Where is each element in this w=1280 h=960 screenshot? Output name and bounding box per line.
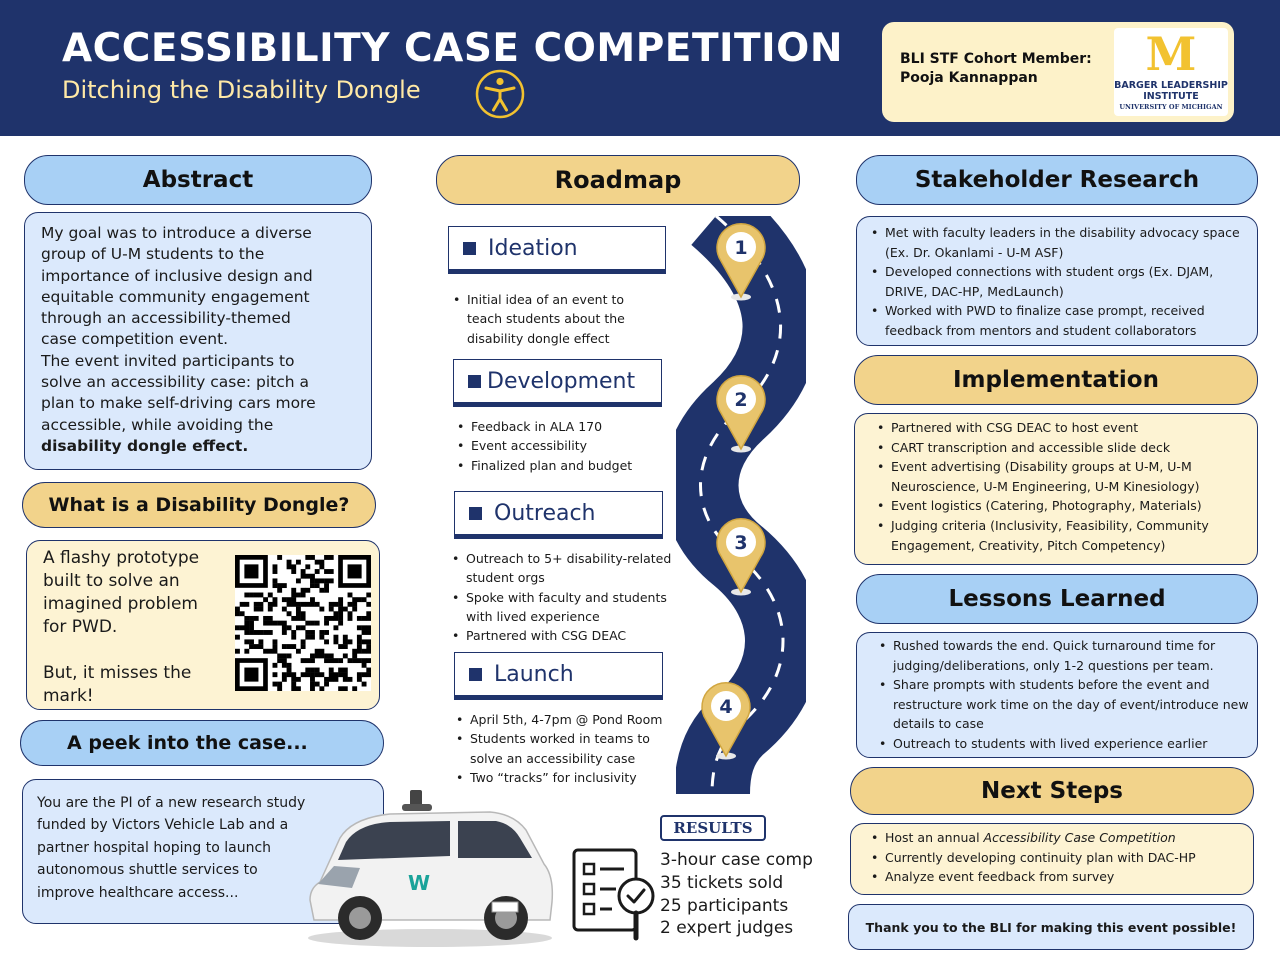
square-icon — [468, 374, 481, 388]
next-steps-heading: Next Steps — [850, 767, 1254, 815]
checklist-magnifier-icon — [572, 848, 655, 941]
cohort-member-card: BLI STF Cohort Member: Pooja Kannappan M… — [882, 22, 1234, 122]
cohort-name: Pooja Kannappan — [900, 70, 1038, 86]
logo-line-3: UNIVERSITY OF MICHIGAN — [1119, 103, 1223, 111]
dongle-heading: What is a Disability Dongle? — [22, 482, 376, 528]
logo-block-m: M — [1145, 27, 1197, 81]
next-steps-list: Host an annual Accessibility Case Compet… — [871, 828, 1247, 887]
stage-development-list: Feedback in ALA 170 Event accessibility … — [457, 417, 667, 475]
implementation-list: Partnered with CSG DEAC to host event CA… — [877, 418, 1249, 555]
results-list: 3-hour case comp 35 tickets sold 25 part… — [660, 850, 813, 939]
stage-ideation-list: Initial idea of an event to teach studen… — [453, 290, 648, 348]
stakeholder-box: Met with faculty leaders in the disabili… — [856, 216, 1258, 346]
stage-outreach-list: Outreach to 5+ disability-related studen… — [452, 549, 684, 646]
logo-line-1: BARGER LEADERSHIP — [1114, 80, 1228, 91]
cohort-label: BLI STF Cohort Member: — [900, 51, 1092, 67]
pin-number: 2 — [734, 389, 747, 411]
map-pin-icon: 4 — [701, 681, 751, 760]
self-driving-van-image: W — [308, 790, 554, 947]
stage-ideation-label: Ideation — [448, 226, 666, 274]
map-pin-icon: 2 — [716, 374, 766, 453]
barger-institute-logo: M BARGER LEADERSHIP INSTITUTE UNIVERSITY… — [1114, 28, 1228, 116]
stage-development-label: Development — [453, 359, 662, 407]
map-pin-icon: 3 — [716, 517, 766, 596]
lessons-list: Rushed towards the end. Quick turnaround… — [879, 636, 1251, 754]
pin-number: 1 — [734, 237, 747, 259]
roadmap-heading: Roadmap — [436, 155, 800, 205]
qr-code[interactable] — [235, 555, 372, 692]
accessibility-icon — [475, 69, 525, 119]
qr-pattern — [235, 555, 372, 692]
abstract-box: My goal was to introduce a diverse group… — [24, 212, 372, 470]
header-banner: ACCESSIBILITY CASE COMPETITION Ditching … — [0, 0, 1280, 136]
implementation-box: Partnered with CSG DEAC to host event CA… — [854, 413, 1258, 565]
stakeholder-list: Met with faculty leaders in the disabili… — [871, 223, 1249, 341]
stage-outreach-label: Outreach — [454, 491, 663, 539]
dongle-text: A flashy prototype built to solve an ima… — [43, 548, 200, 706]
svg-text:W: W — [408, 871, 430, 895]
square-icon — [469, 506, 482, 520]
square-icon — [463, 241, 476, 255]
next-steps-box: Host an annual Accessibility Case Compet… — [850, 823, 1254, 895]
poster-subtitle: Ditching the Disability Dongle — [62, 76, 421, 104]
logo-line-2: INSTITUTE — [1143, 91, 1199, 102]
peek-text: You are the PI of a new research study f… — [37, 795, 306, 901]
abstract-bold-phrase: disability dongle effect — [41, 436, 243, 455]
map-pin-icon: 1 — [716, 222, 766, 301]
abstract-text: My goal was to introduce a diverse group… — [41, 224, 316, 455]
dongle-box: A flashy prototype built to solve an ima… — [26, 540, 380, 710]
pin-number: 3 — [734, 532, 747, 554]
pin-number: 4 — [719, 696, 732, 718]
abstract-heading: Abstract — [24, 155, 372, 205]
peek-heading: A peek into the case... — [20, 720, 384, 766]
lessons-box: Rushed towards the end. Quick turnaround… — [856, 632, 1258, 758]
results-badge: RESULTS — [660, 815, 766, 841]
thanks-banner: Thank you to the BLI for making this eve… — [848, 904, 1254, 950]
stage-launch-list: April 5th, 4-7pm @ Pond Room Students wo… — [456, 710, 680, 787]
poster-title: ACCESSIBILITY CASE COMPETITION — [62, 26, 843, 71]
lessons-heading: Lessons Learned — [856, 574, 1258, 624]
stakeholder-heading: Stakeholder Research — [856, 155, 1258, 205]
stage-launch-label: Launch — [454, 652, 663, 700]
square-icon — [469, 667, 482, 681]
implementation-heading: Implementation — [854, 355, 1258, 405]
